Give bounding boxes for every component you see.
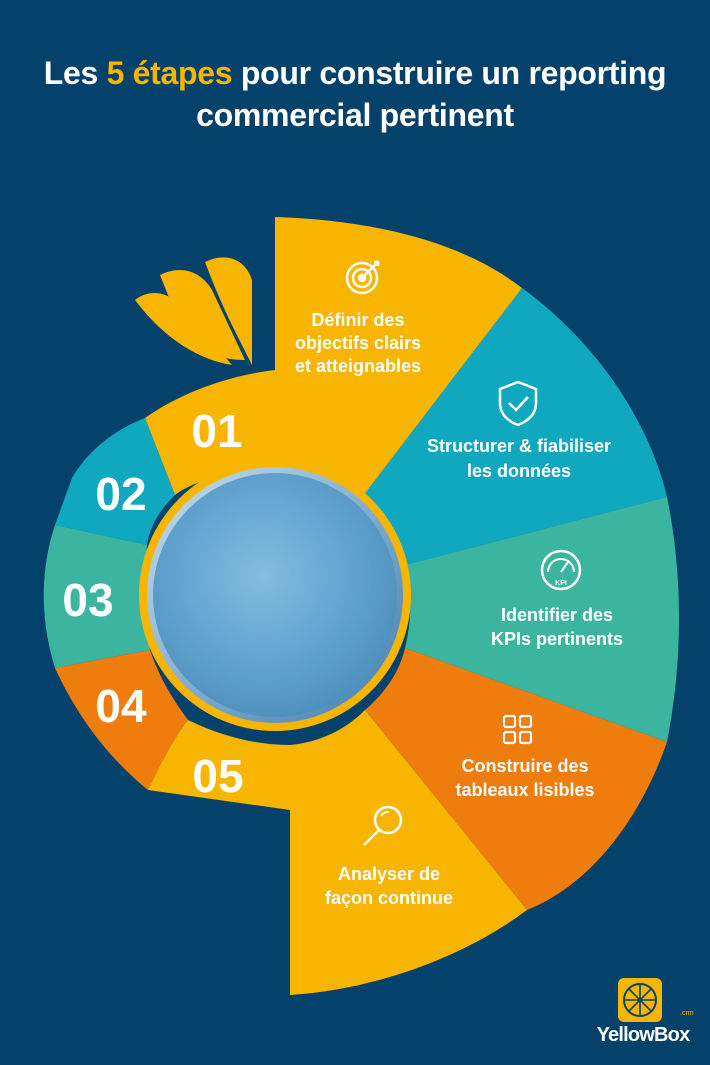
step-04-number: 04 bbox=[95, 680, 147, 732]
title-prefix: Les bbox=[43, 55, 107, 91]
step-02-inner-sector bbox=[55, 418, 175, 545]
step-01-label-line2: objectifs clairs bbox=[295, 333, 421, 353]
title-line2: commercial pertinent bbox=[196, 97, 514, 133]
step-03-label-line1: Identifier des bbox=[501, 605, 613, 625]
step-04-inner-sector bbox=[55, 650, 188, 790]
step-01-outer-sector bbox=[275, 217, 522, 500]
kpi-gauge-icon: KPI bbox=[540, 549, 582, 591]
step-01-number: 01 bbox=[191, 405, 242, 457]
title-line1-suffix: pour construire un reporting bbox=[232, 55, 667, 91]
step-02-label-line2: les données bbox=[467, 461, 571, 481]
step-03-number: 03 bbox=[62, 574, 113, 626]
spike-decoration-3 bbox=[135, 293, 232, 365]
kpi-icon-label: KPI bbox=[555, 580, 567, 587]
step-05-outer-sector bbox=[148, 710, 527, 995]
step-03-outer-sector bbox=[405, 497, 680, 742]
dashboard-grid-icon bbox=[502, 714, 533, 745]
magnifier-icon bbox=[363, 805, 403, 846]
yellowbox-logo bbox=[618, 978, 662, 1022]
center-circle bbox=[153, 473, 397, 717]
step-04-label-line1: Construire des bbox=[461, 756, 588, 776]
step-04-outer-sector bbox=[365, 648, 667, 910]
title-highlight: 5 étapes bbox=[106, 55, 233, 91]
step-01-label-line3: et atteignables bbox=[295, 356, 421, 376]
page-title: Les 5 étapes pour construire un reportin… bbox=[0, 52, 710, 136]
step-02-label-line1: Structurer & fiabiliser bbox=[427, 436, 611, 456]
spike-decoration-2 bbox=[205, 257, 252, 365]
brand-name: YellowBox bbox=[596, 1024, 691, 1046]
step-02-outer-sector bbox=[360, 288, 667, 565]
step-02-number: 02 bbox=[95, 468, 146, 520]
step-05-label-line2: façon continue bbox=[325, 888, 453, 908]
step-05-label-line1: Analyser de bbox=[338, 864, 440, 884]
step-03-label-line2: KPIs pertinents bbox=[491, 629, 623, 649]
step-04-label-line2: tableaux lisibles bbox=[455, 780, 594, 800]
step-05-number: 05 bbox=[192, 750, 243, 802]
shield-check-icon bbox=[498, 380, 538, 427]
step-03-inner-sector bbox=[43, 525, 150, 668]
spike-decoration-1 bbox=[160, 270, 245, 360]
brand-suffix: .crm bbox=[680, 1010, 694, 1017]
target-icon bbox=[345, 260, 380, 295]
step-01-label-line1: Définir des bbox=[311, 310, 404, 330]
